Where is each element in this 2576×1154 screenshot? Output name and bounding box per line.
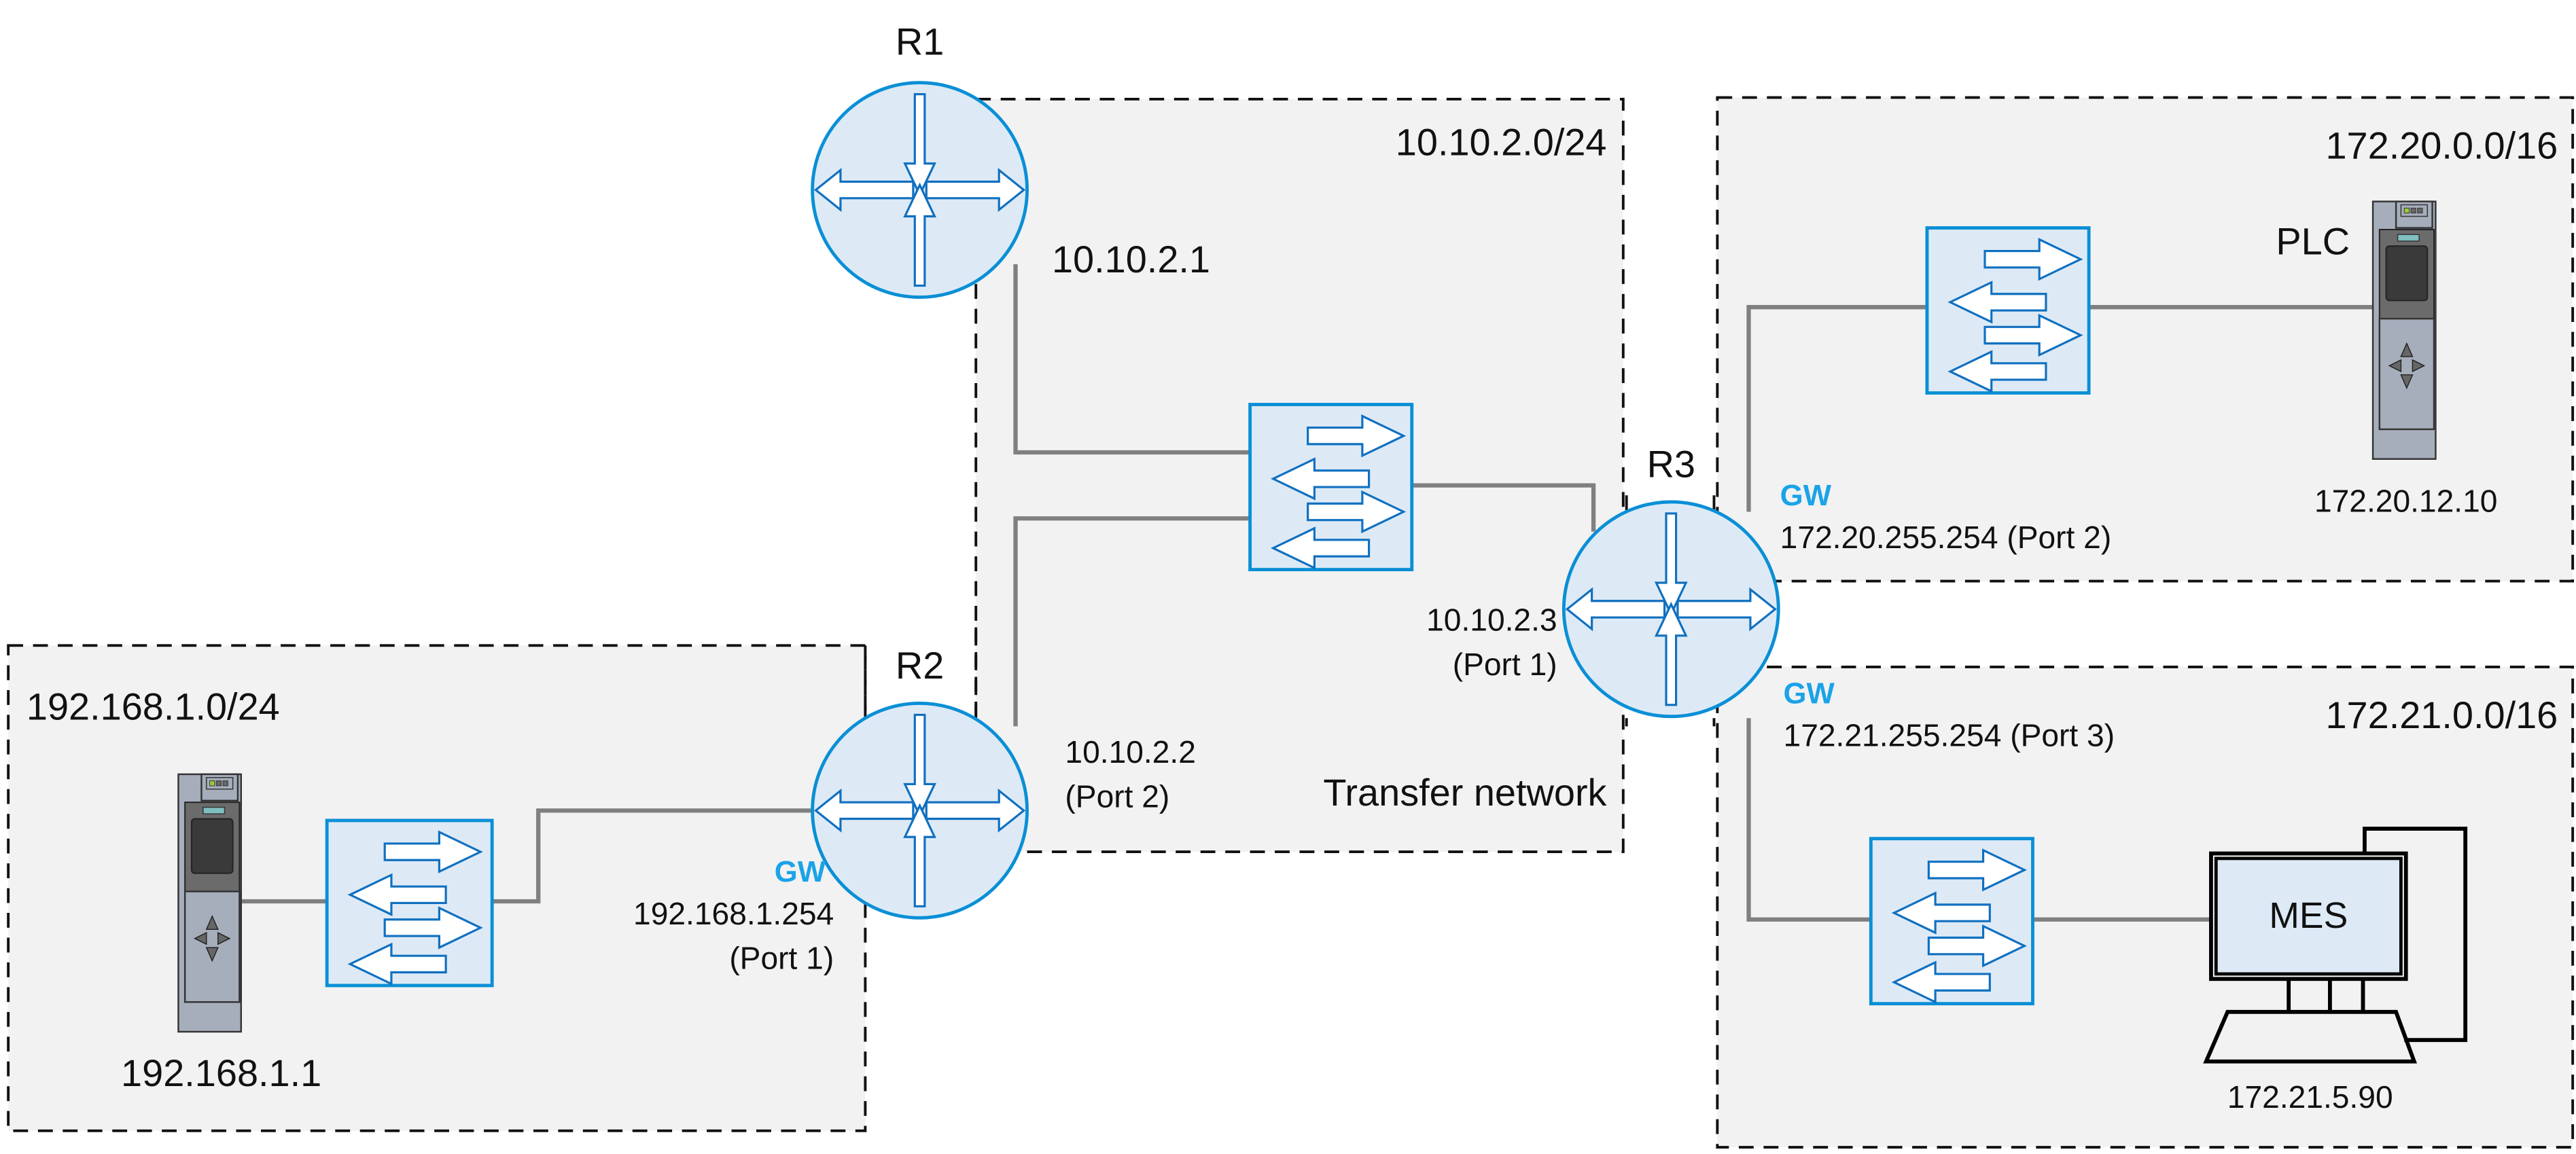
network-box-bottom-right [1716,665,2575,1149]
router-r3-name: R3 [1647,442,1695,485]
link-r2-switch [1013,516,1250,727]
link-switch-r3 [1411,483,1596,532]
transfer-subnet: 10.10.2.0/24 [1396,121,1607,164]
router-r3-transfer-ip: 10.10.2.3 [1426,602,1557,637]
plc-name: PLC [2276,219,2350,262]
left-plc-ip: 192.168.1.1 [121,1051,321,1094]
router-r3-gw1-ip: 172.20.255.254 (Port 2) [1780,520,2112,555]
router-r3[interactable] [1562,500,1780,719]
bottom-right-subnet: 172.21.0.0/16 [2325,693,2558,736]
router-r1[interactable] [811,81,1029,300]
mes-ip: 172.21.5.90 [2227,1079,2393,1115]
router-r3-transfer-port: (Port 1) [1453,647,1557,682]
router-r2-gw-ip: 192.168.1.254 [633,896,834,931]
plc-right[interactable] [2371,200,2437,460]
router-r2-gw-label: GW [775,855,826,888]
link-r1-switch [1013,264,1250,455]
plc-ip: 172.20.12.10 [2314,484,2498,519]
router-r3-gw1-label: GW [1780,479,1832,512]
switch-top-right[interactable] [1925,226,2091,395]
link-left-switch-r2 [492,808,815,904]
router-r1-ip: 10.10.2.1 [1052,238,1210,281]
router-r2-gw-port: (Port 1) [729,941,834,976]
router-r2-transfer-port: (Port 2) [1065,779,1169,814]
router-r2-name: R2 [896,644,944,687]
switch-bottom-right[interactable] [1869,837,2034,1006]
workstation-icon [2203,827,2468,1064]
plc-left[interactable] [177,773,243,1033]
link-r3-bottom-switch [1746,718,1871,922]
plc-icon [2371,200,2437,460]
router-r3-gw2-ip: 172.21.255.254 (Port 3) [1784,718,2115,753]
mes-workstation[interactable]: MES [2203,827,2468,1064]
switch-left[interactable] [325,818,494,988]
router-r1-name: R1 [896,20,944,62]
mes-label: MES [2269,896,2348,936]
router-r3-gw2-label: GW [1784,677,1835,710]
router-r2[interactable] [811,701,1029,920]
router-r2-transfer-ip: 10.10.2.2 [1065,734,1196,770]
link-r3-top-switch [1746,305,1927,512]
top-right-subnet: 172.20.0.0/16 [2325,124,2558,166]
switch-transfer[interactable] [1248,403,1414,571]
transfer-network-name: Transfer network [1323,771,1607,814]
plc-icon [177,773,243,1033]
left-subnet: 192.168.1.0/24 [27,685,280,728]
